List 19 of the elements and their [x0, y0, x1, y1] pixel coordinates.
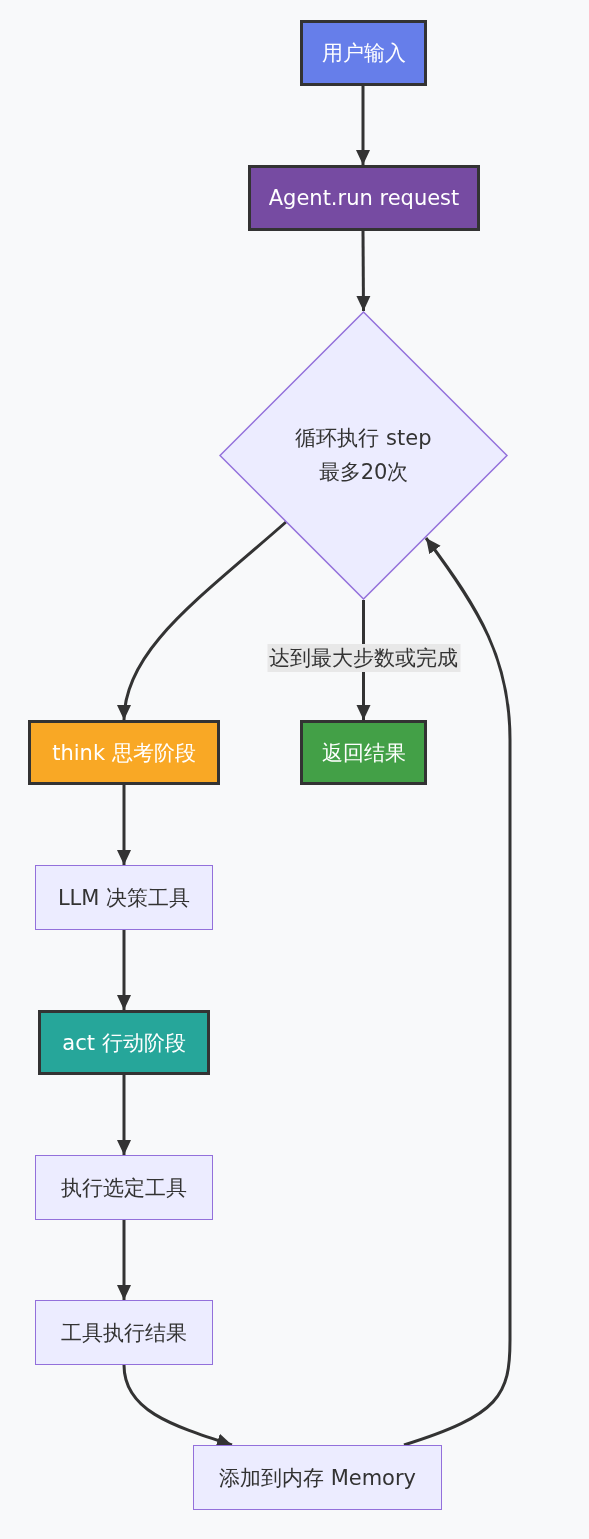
- arrow: [117, 785, 131, 865]
- process-box: 用户输入: [300, 20, 427, 86]
- process-box: Agent.run request: [248, 165, 480, 231]
- arrow: [356, 86, 370, 165]
- arrow: [118, 520, 287, 721]
- process-box: 执行选定工具: [35, 1155, 213, 1220]
- edge-label: 达到最大步数或完成: [267, 644, 460, 672]
- process-box: LLM 决策工具: [35, 865, 213, 930]
- process-box: 添加到内存 Memory: [193, 1445, 442, 1510]
- arrow: [117, 930, 131, 1010]
- process-box: think 思考阶段: [28, 720, 220, 785]
- arrow: [356, 231, 371, 311]
- arrow: [117, 1220, 131, 1300]
- decision-diamond: 循环执行 step 最多20次: [219, 311, 508, 600]
- arrow: [117, 1075, 131, 1155]
- arrow: [403, 537, 512, 1447]
- process-box: act 行动阶段: [38, 1010, 210, 1075]
- process-box: 工具执行结果: [35, 1300, 213, 1365]
- process-box: 返回结果: [300, 720, 427, 785]
